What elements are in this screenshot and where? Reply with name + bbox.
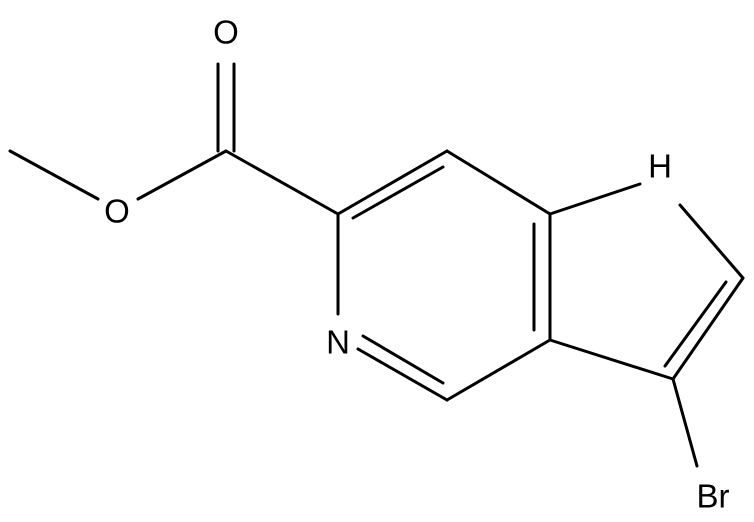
bond-c2-c3-inner	[663, 280, 728, 368]
bond-c3a-c4	[445, 338, 552, 402]
bond-carbonyl-to-ester-oxygen	[136, 149, 228, 201]
bond-c7a-n1	[548, 182, 642, 216]
bond-c3-c3a	[548, 338, 675, 381]
bond-c3-br	[671, 377, 699, 468]
atom-label-ester-oxygen: O	[104, 193, 130, 230]
bond-carbonyl-to-ring	[224, 149, 340, 216]
bond-c2-c3	[671, 276, 745, 381]
bond-c7-c7a	[445, 149, 552, 216]
bond-ester-oxygen-to-methyl	[8, 149, 100, 201]
bond-c6-c7-inner	[351, 165, 445, 220]
bond-c4-n5	[356, 347, 449, 402]
bond-c4-n5-inner	[361, 334, 445, 385]
atom-label-pyridine-nitrogen: N	[326, 324, 350, 361]
atom-label-bromine: Br	[697, 478, 730, 515]
atom-label-carbonyl-oxygen: O	[213, 14, 239, 51]
bond-n1-c2	[678, 203, 745, 280]
bond-c6-c7	[336, 149, 449, 216]
atom-label-pyrrole-nh: H	[648, 148, 672, 185]
